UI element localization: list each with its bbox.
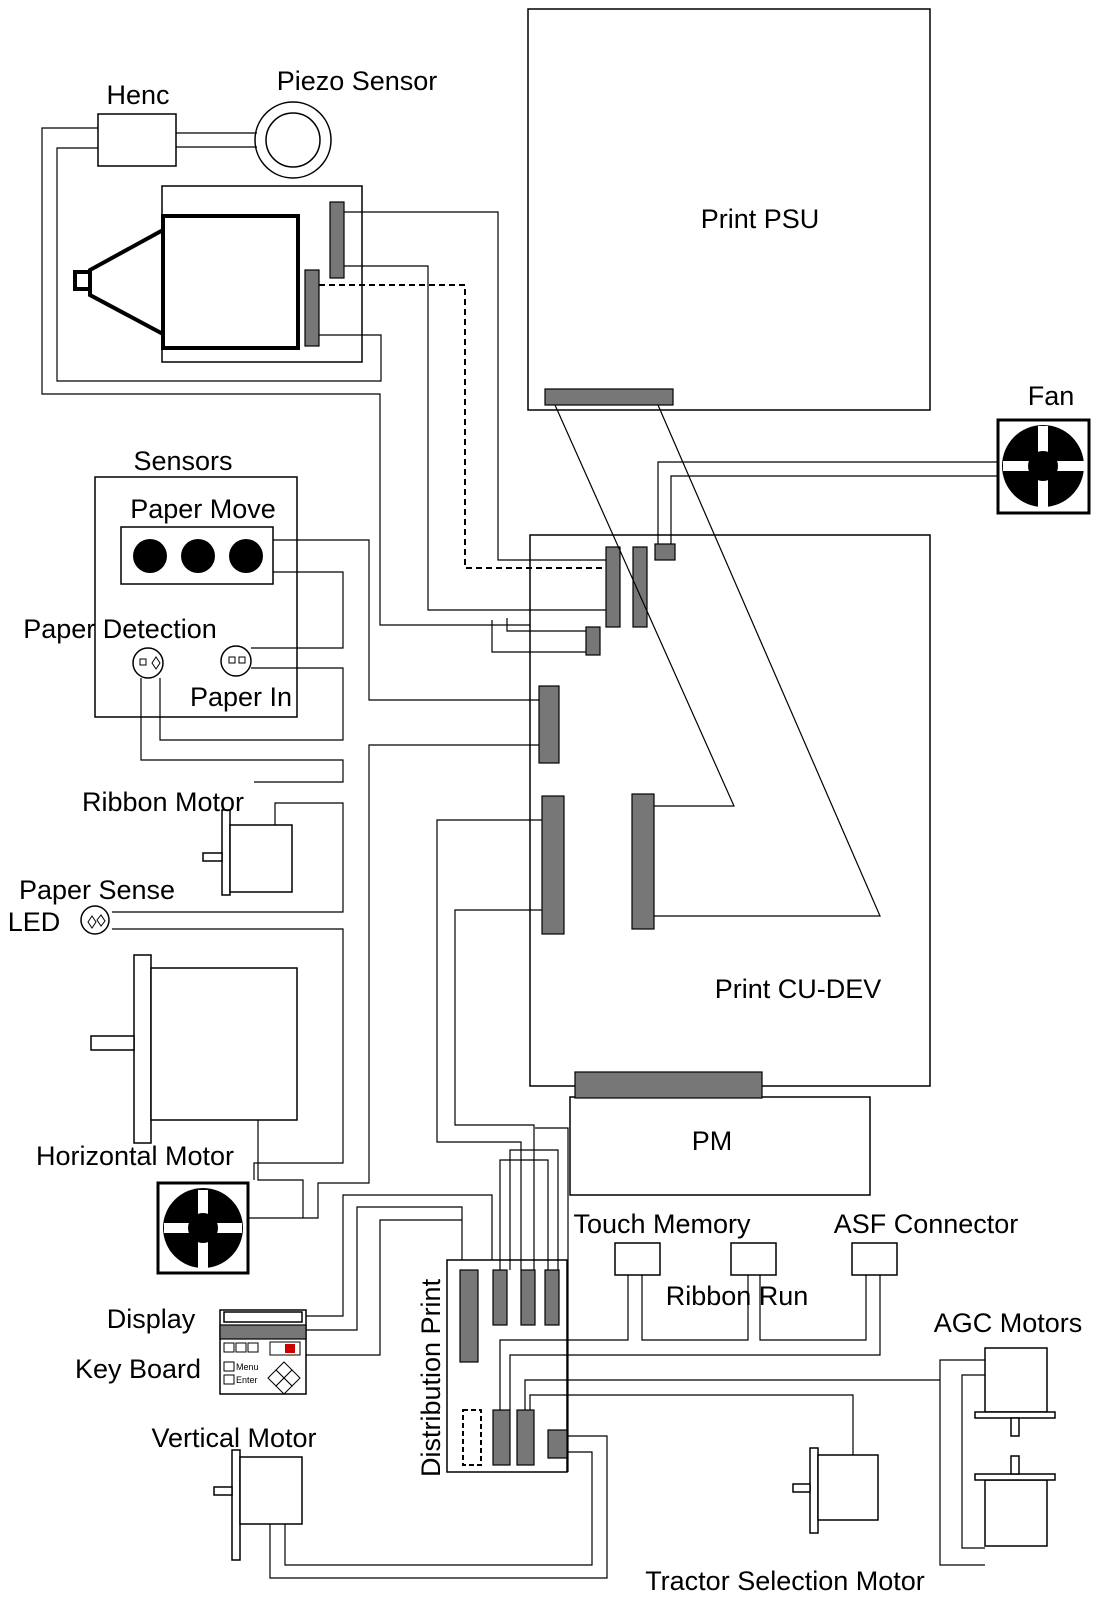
piezo-sensor-label: Piezo Sensor [277, 66, 438, 96]
ribbon-motor-label: Ribbon Motor [82, 787, 244, 817]
display-window [223, 1311, 303, 1323]
psu-to-cu-wiring [554, 404, 881, 917]
menu-key-label: Menu [236, 1362, 259, 1372]
tractor-selection-motor-label: Tractor Selection Motor [645, 1566, 925, 1596]
pm-board: PM [569, 1071, 871, 1196]
distribution-print-label: Distribution Print [416, 1278, 446, 1477]
cu-connector-motors [541, 795, 565, 935]
dist-connector-b [492, 1269, 508, 1326]
henc-label: Henc [106, 80, 169, 110]
print-head-assembly [73, 185, 363, 363]
ribbon-motor-wire [112, 802, 344, 913]
psu-connector [544, 388, 674, 406]
enter-key-label: Enter [236, 1375, 258, 1385]
paper-detection-sensor [132, 647, 164, 679]
display-label: Display [107, 1304, 196, 1334]
print-cu-dev-board: Print CU-DEV [529, 534, 931, 1087]
fan-top: Fan [996, 381, 1091, 515]
fan-wire-b [670, 475, 998, 544]
horizontal-motor-wire [257, 1120, 304, 1218]
head-connector-b [304, 269, 320, 347]
head-to-cu-wiring [319, 211, 606, 653]
agc-wiring [524, 1359, 985, 1566]
asf-connector-label: ASF Connector [834, 1209, 1019, 1239]
display-wire [306, 1194, 493, 1317]
horizontal-motor: Horizontal Motor [36, 954, 298, 1171]
fan-bottom [156, 1181, 250, 1275]
tractor-wire [529, 1394, 854, 1455]
paper-in-sensor [220, 645, 252, 677]
cu-to-distribution-wiring [436, 819, 569, 1472]
display-keyboard-panel: Menu Enter Display Key Board [75, 1304, 307, 1395]
paper-sense-wire [112, 928, 344, 1180]
keyboard-keys: Menu Enter [223, 1341, 301, 1395]
print-psu-box: Print PSU [527, 8, 931, 411]
display-wire-b [306, 1206, 463, 1331]
henc-module: Henc [97, 80, 177, 167]
vertical-motor-wiring [269, 1435, 608, 1579]
sensors-wiring [140, 539, 539, 1219]
asf-connector-module: ASF Connector [834, 1209, 1019, 1276]
display-bar [219, 1324, 307, 1340]
head-connector-a [329, 201, 345, 279]
pm-label: PM [692, 1126, 733, 1156]
dist-connector-optional [462, 1409, 482, 1466]
peripheral-wiring [499, 1275, 881, 1410]
cu-connector-j1 [605, 546, 621, 628]
paper-sense-led: Paper Sense LED [8, 875, 175, 937]
ribbon-motor: Ribbon Motor [82, 787, 293, 896]
paper-in-label: Paper In [190, 682, 292, 712]
print-cu-dev-label: Print CU-DEV [715, 974, 882, 1004]
key-board-label: Key Board [75, 1354, 201, 1384]
paper-sense-label: Paper Sense [19, 875, 175, 905]
cu-connector-psu [631, 793, 655, 930]
tractor-selection-motor: Tractor Selection Motor [645, 1447, 925, 1596]
dist-connector-c [520, 1269, 536, 1326]
ribbon-run-label: Ribbon Run [666, 1281, 809, 1311]
print-psu-label: Print PSU [701, 204, 820, 234]
horizontal-motor-label: Horizontal Motor [36, 1141, 234, 1171]
dist-connector-a [459, 1269, 479, 1363]
led-label: LED [8, 907, 61, 937]
cu-connector-fan [654, 543, 676, 561]
fan-wire-a [657, 461, 998, 544]
stop-key [285, 1344, 295, 1353]
vertical-motor-label: Vertical Motor [151, 1423, 316, 1453]
agc-motors-label: AGC Motors [934, 1308, 1083, 1338]
dist-connector-f [516, 1409, 535, 1466]
vertical-motor: Vertical Motor [151, 1423, 317, 1561]
paper-detection-label: Paper Detection [23, 614, 217, 644]
cu-connector-j2 [632, 546, 648, 628]
dist-connector-e [492, 1409, 511, 1466]
touch-memory-label: Touch Memory [573, 1209, 751, 1239]
piezo-sensor: Piezo Sensor [254, 66, 438, 179]
print-head-nozzle [73, 270, 92, 291]
keyboard-wire [306, 1219, 462, 1356]
henc-wiring [41, 127, 530, 626]
cu-connector-j3 [585, 626, 601, 656]
fan-label: Fan [1028, 381, 1075, 411]
dist-connector-g [547, 1429, 568, 1459]
touch-memory-module: Touch Memory [573, 1209, 751, 1276]
cu-connector-sensors [538, 685, 560, 764]
dist-connector-d [544, 1269, 560, 1326]
ribbon-run-module: Ribbon Run [666, 1242, 809, 1311]
agc-motors: AGC Motors [934, 1308, 1083, 1547]
sensors-label: Sensors [133, 446, 232, 476]
pm-connector [574, 1071, 763, 1099]
sensors-box: Sensors Paper Move Paper Detection Paper… [23, 446, 298, 718]
distribution-print-board: Distribution Print [416, 1259, 568, 1477]
paper-move-label: Paper Move [130, 494, 276, 524]
